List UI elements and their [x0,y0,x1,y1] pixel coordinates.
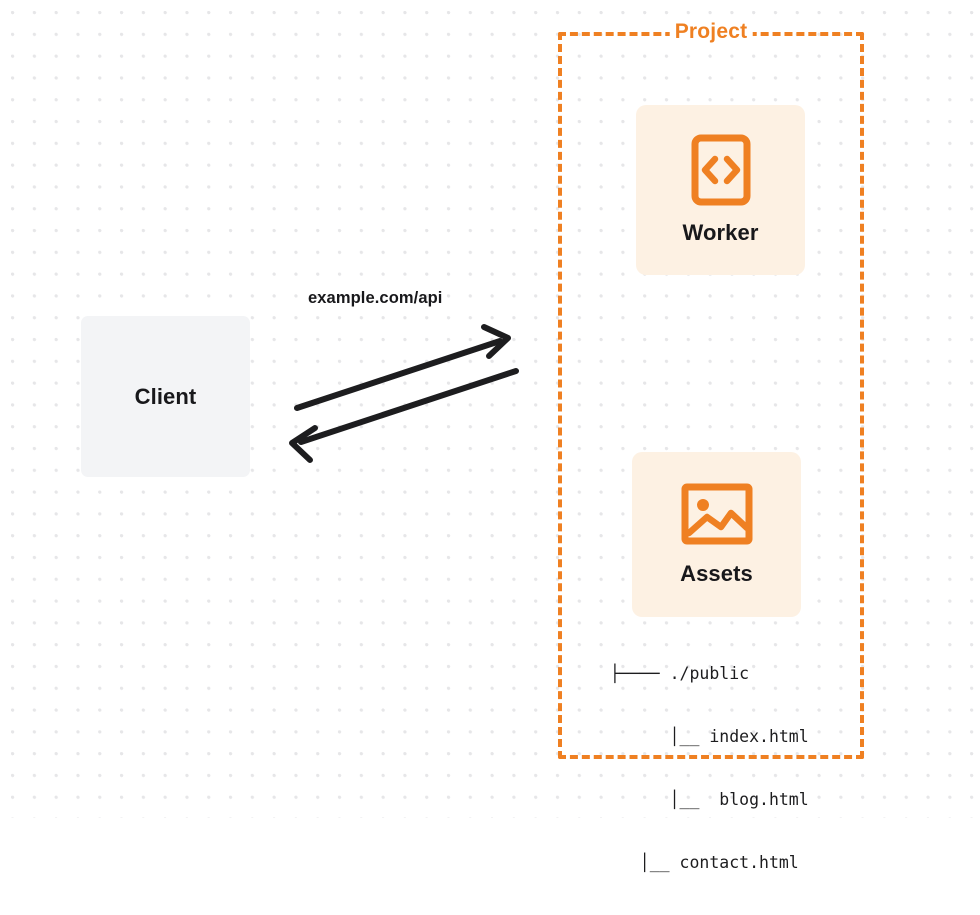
file-tree-row: │__ blog.html [610,790,809,809]
assets-file-tree: ├──── ./public │__ index.html │__ blog.h… [610,621,860,915]
worker-label: Worker [682,220,759,245]
code-brackets-icon [691,134,751,206]
assets-card[interactable]: Assets [632,452,801,617]
diagram-canvas: Client example.com/api Project [0,0,980,872]
project-group-label: Project [669,20,753,44]
project-group: Project Worker Assets [558,20,864,872]
worker-card[interactable]: Worker [636,105,805,275]
file-tree-row: ├──── ./public [610,664,750,683]
client-label: Client [134,383,197,409]
image-icon [681,483,753,545]
file-tree-row: │__ index.html [610,727,809,746]
connection-label: example.com/api [308,289,443,307]
file-tree-row: │__ contact.html [610,853,799,872]
response-arrow [289,368,519,463]
request-arrow [294,324,511,411]
client-node[interactable]: Client [81,316,250,477]
assets-label: Assets [680,560,753,586]
